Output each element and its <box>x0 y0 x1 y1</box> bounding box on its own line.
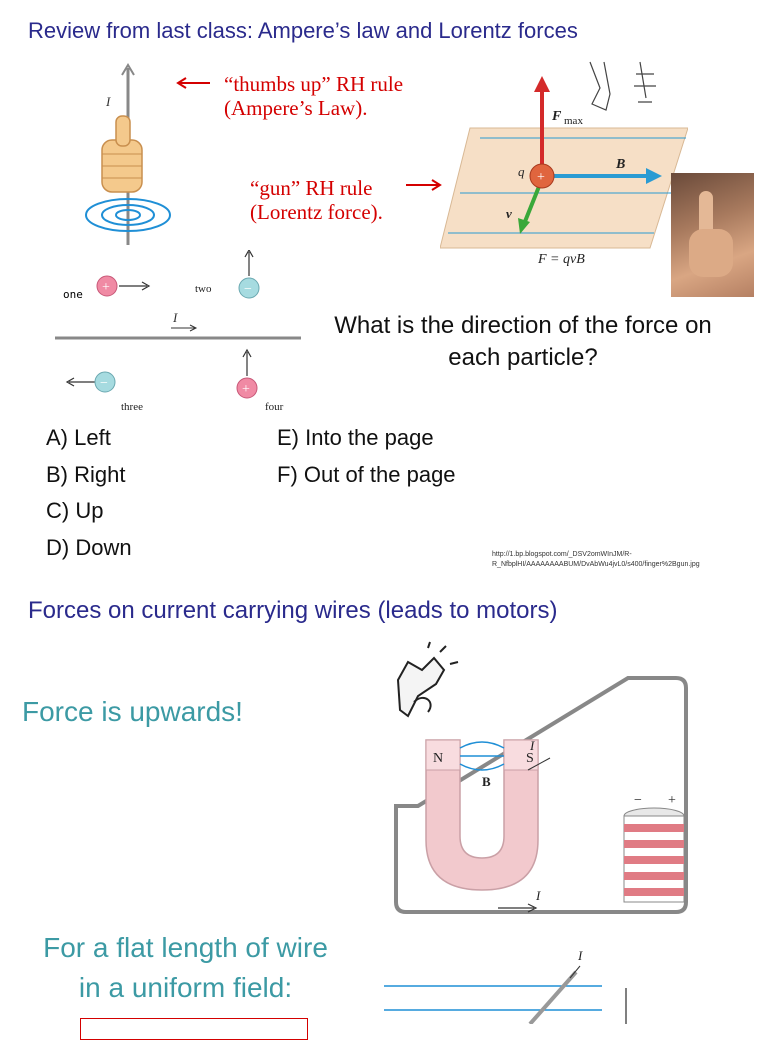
particle-four-label: four <box>265 401 284 413</box>
current-label: I <box>172 310 178 325</box>
svg-text:+: + <box>242 382 250 397</box>
option-a: A) Left <box>46 425 111 450</box>
magnetic-field-circles <box>85 198 171 232</box>
pointing-hand-icon <box>589 61 656 111</box>
particle-one <box>96 275 118 297</box>
particle-two <box>238 277 260 299</box>
finger-gun-photo <box>671 173 754 297</box>
svg-text:−: − <box>100 376 108 391</box>
options-left: A) Left B) Right C) Up D) Down <box>46 420 132 566</box>
magnet-field-lines <box>459 741 505 771</box>
fmax-subscript: max <box>564 115 583 127</box>
flat-wire-text: For a flat length of wire in a uniform f… <box>43 932 328 1003</box>
svg-text:+: + <box>537 170 545 185</box>
q-label: q <box>518 164 525 179</box>
wire-current-label: I <box>105 94 111 109</box>
option-f: F) Out of the page <box>277 461 456 487</box>
b-label: B <box>615 157 625 172</box>
particle-one-label: one <box>63 288 83 301</box>
field-plane <box>440 127 688 249</box>
tilted-wire <box>528 970 578 1024</box>
wire-current-top: I <box>529 738 535 753</box>
wire-current-bottom: I <box>535 888 541 903</box>
horseshoe-magnet-diagram: N S B I I − + <box>394 641 688 914</box>
battery-minus-label: − <box>634 793 642 808</box>
red-arrow-left-icon <box>176 77 210 89</box>
particle-diagram: one + two − I − three + four <box>55 250 301 413</box>
tilted-wire-current: I <box>577 948 583 963</box>
battery-plus-label: + <box>668 793 676 808</box>
lorentz-force-diagram: F max B v + q F = qvB <box>440 61 688 267</box>
battery-icon <box>623 807 685 903</box>
v-label: v <box>506 206 512 221</box>
option-c: C) Up <box>46 498 104 523</box>
lorentz-formula: F = qvB <box>537 252 585 267</box>
south-pole-label: S <box>526 751 534 766</box>
hand-rule-icon <box>396 641 459 718</box>
wire-loop <box>394 676 688 914</box>
thumbs-up-hand-icon <box>101 115 143 193</box>
particle-three-label: three <box>121 401 143 413</box>
gun-rule-text: “gun” RH rule (Lorentz force). <box>250 176 383 224</box>
uniform-field-diagram: I <box>384 948 627 1024</box>
formula-box <box>80 1018 308 1040</box>
particle-two-label: two <box>195 283 212 295</box>
horseshoe-magnet <box>425 739 539 891</box>
option-d: D) Down <box>46 534 132 560</box>
svg-text:−: − <box>244 282 252 297</box>
north-pole-label: N <box>433 751 443 766</box>
slide2-title: Forces on current carrying wires (leads … <box>28 597 558 624</box>
image-source-citation[interactable]: http://1.bp.blogspot.com/_DSV2omWInJM/R-… <box>492 551 700 568</box>
slide1-title: Review from last class: Ampere’s law and… <box>28 18 578 43</box>
question-text: What is the direction of the force on ea… <box>334 312 712 371</box>
field-b-label: B <box>482 774 491 789</box>
particle-three <box>94 371 116 393</box>
options-right: E) Into the page F) Out of the page <box>277 420 456 493</box>
ampere-rule-text: “thumbs up” RH rule (Ampere’s Law). <box>224 72 404 120</box>
red-arrow-right-icon <box>406 179 442 191</box>
option-e: E) Into the page <box>277 425 434 450</box>
answer-text: Force is upwards! <box>22 696 243 727</box>
ampere-figure: I <box>85 63 171 245</box>
v-arrow <box>522 183 542 225</box>
particle-four <box>236 377 258 399</box>
option-b: B) Right <box>46 461 126 487</box>
svg-text:+: + <box>102 280 110 295</box>
charge-q <box>529 163 555 189</box>
fmax-label: F <box>551 109 562 124</box>
